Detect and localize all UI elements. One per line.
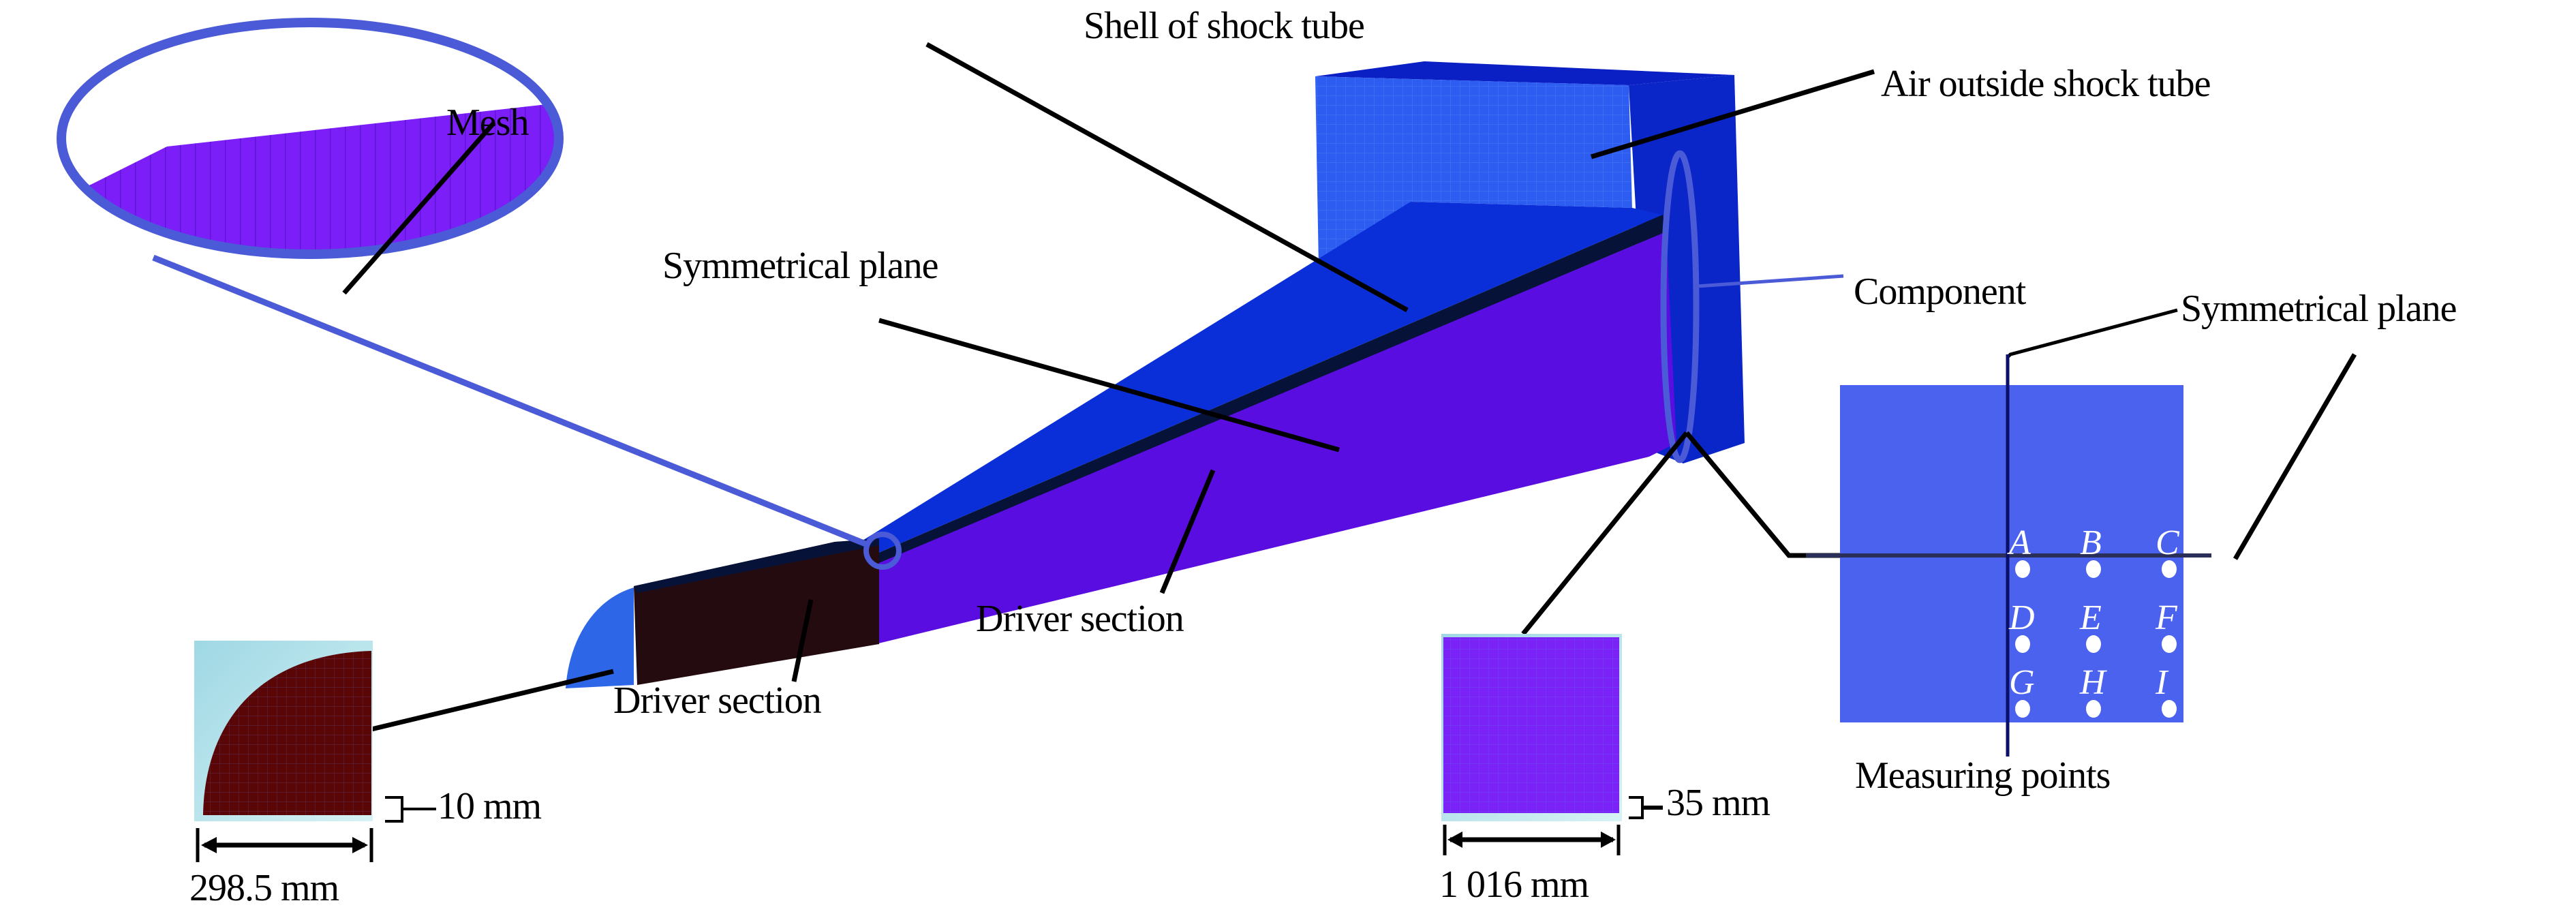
measuring-point-label-a: A	[2009, 523, 2031, 562]
measuring-point-label-d: D	[2009, 598, 2035, 637]
leader-driver-lower	[791, 599, 814, 682]
measuring-point-label-b: B	[2080, 523, 2102, 562]
shell-edge	[872, 215, 1666, 564]
label-driven-width: 1 016 mm	[1439, 864, 1589, 906]
leader-lines	[342, 42, 2357, 732]
leader-sym-plane-left	[878, 318, 1340, 453]
component-ring	[1660, 150, 1700, 463]
label-measuring-points: Measuring points	[1855, 754, 2111, 797]
leader-driver-upper	[1159, 469, 1216, 594]
label-component: Component	[1854, 271, 2026, 313]
driver-top-edge	[634, 538, 879, 593]
air-box-top	[1315, 61, 1734, 85]
label-shell: Shell of shock tube	[1084, 5, 1365, 47]
leader-driven-xs	[1521, 431, 1689, 636]
magnifier-leader	[152, 254, 870, 549]
label-driven-mesh-size: 35 mm	[1666, 782, 1770, 824]
measuring-point-e	[2086, 635, 2101, 653]
leader-air	[1590, 69, 1875, 159]
leader-mesh	[342, 121, 496, 295]
driven-mesh-bracket	[1629, 796, 1644, 819]
measuring-point-f	[2162, 635, 2177, 653]
measuring-point-i	[2162, 700, 2177, 718]
label-driver-width: 298.5 mm	[189, 867, 339, 909]
label-air-outside: Air outside shock tube	[1881, 63, 2211, 105]
driver-cross-section	[194, 641, 436, 862]
mesh-magnifier	[57, 18, 564, 259]
driven-cross-section	[1441, 634, 1663, 855]
measuring-point-h	[2086, 700, 2101, 718]
label-sym-plane-right: Symmetrical plane	[2181, 288, 2457, 330]
leader-sym-plane-right	[2233, 353, 2357, 560]
measuring-point-d	[2015, 635, 2030, 653]
mesh-magnifier-ring	[57, 18, 564, 259]
measuring-point-label-i: I	[2156, 663, 2168, 702]
label-mesh: Mesh	[446, 102, 529, 144]
measuring-point-label-g: G	[2009, 663, 2035, 702]
label-driver-section-upper: Driver section	[976, 598, 1184, 640]
shell-top-face	[842, 202, 1663, 555]
measuring-point-label-c: C	[2156, 523, 2179, 562]
measuring-point-label-h: H	[2080, 663, 2106, 702]
driven-section-face	[876, 232, 1676, 644]
measuring-point-label-e: E	[2080, 598, 2102, 637]
magnifier-small-ring	[863, 532, 902, 570]
driver-mesh-bracket	[385, 796, 403, 823]
component-leader	[1696, 274, 1844, 288]
leader-driver-xs	[371, 669, 614, 732]
leader-sym-plane-vertical	[2006, 308, 2178, 359]
label-driver-mesh-size: 10 mm	[438, 785, 542, 827]
section-panel	[1806, 354, 2211, 757]
measuring-point-label-f: F	[2156, 598, 2177, 637]
label-sym-plane-left: Symmetrical plane	[662, 245, 938, 287]
measuring-point-c	[2162, 560, 2177, 578]
leader-shell	[925, 42, 1409, 313]
measuring-point-b	[2086, 560, 2101, 578]
measuring-point-a	[2015, 560, 2030, 578]
measuring-point-g	[2015, 700, 2030, 718]
label-driver-section-lower: Driver section	[613, 680, 822, 722]
driver-end-cap	[566, 587, 634, 688]
